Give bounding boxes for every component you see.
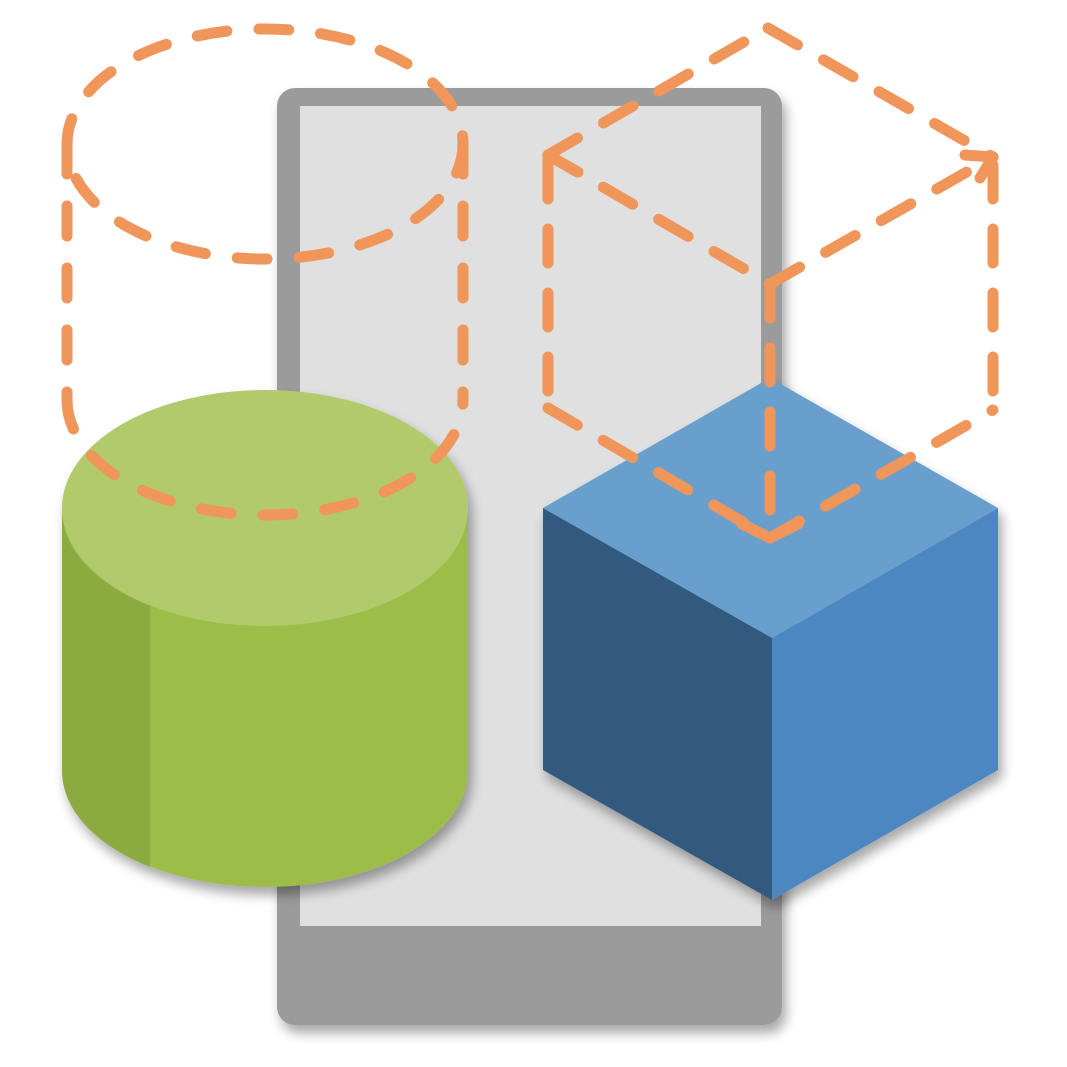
arrow-down-icon	[736, 518, 804, 544]
arrow-up-icon	[542, 149, 584, 191]
dashed-cube-outline	[542, 22, 999, 544]
cylinder-shape	[62, 390, 468, 887]
dashed-cylinder-outline	[61, 23, 469, 521]
arrow-right-icon	[959, 149, 999, 184]
cube-shape	[543, 378, 998, 900]
